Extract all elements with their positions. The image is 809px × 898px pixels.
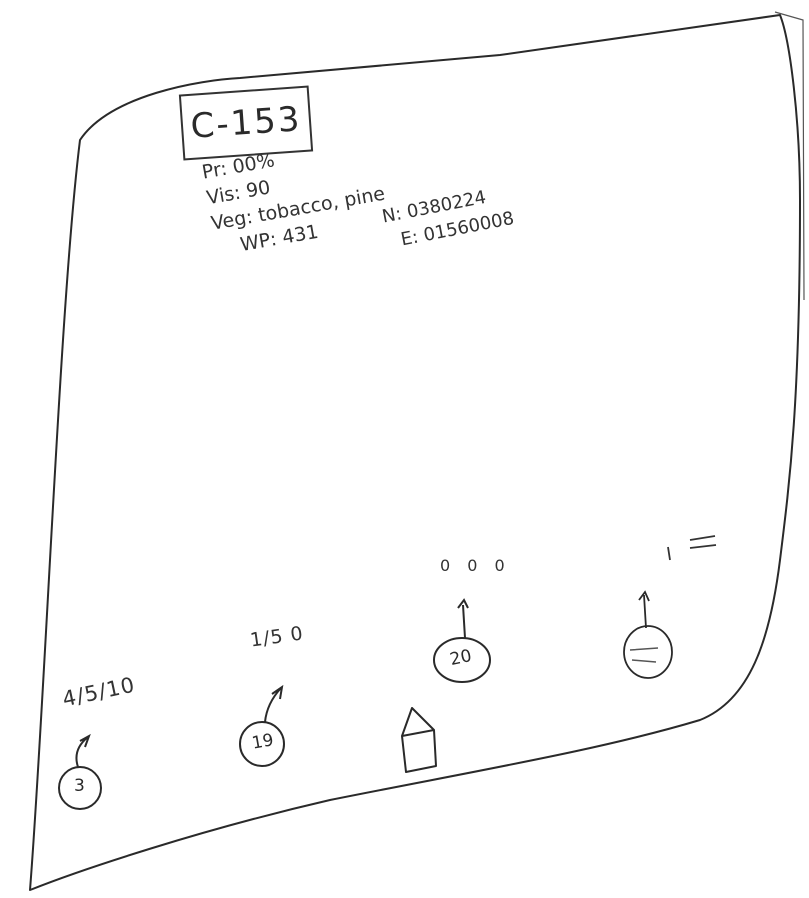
sheet-outline xyxy=(30,15,800,890)
site-id-label: C-153 xyxy=(189,99,302,147)
marker-2 xyxy=(240,687,284,766)
circle-marker-icon xyxy=(624,626,672,678)
scribble-mark xyxy=(668,536,716,560)
marker-1 xyxy=(59,736,101,809)
arrow-icon xyxy=(265,687,282,722)
arrow-icon xyxy=(458,600,468,638)
marker-3-heading: 0 0 0 xyxy=(440,556,511,575)
arrow-icon xyxy=(639,592,649,628)
marker-4-scribble xyxy=(630,648,658,662)
marker-4 xyxy=(624,592,672,678)
arrow-icon xyxy=(76,736,89,767)
marker-3 xyxy=(434,600,490,682)
marker-2-number: 19 xyxy=(250,730,275,753)
marker-1-number: 3 xyxy=(74,776,85,796)
house-icon xyxy=(402,708,436,772)
